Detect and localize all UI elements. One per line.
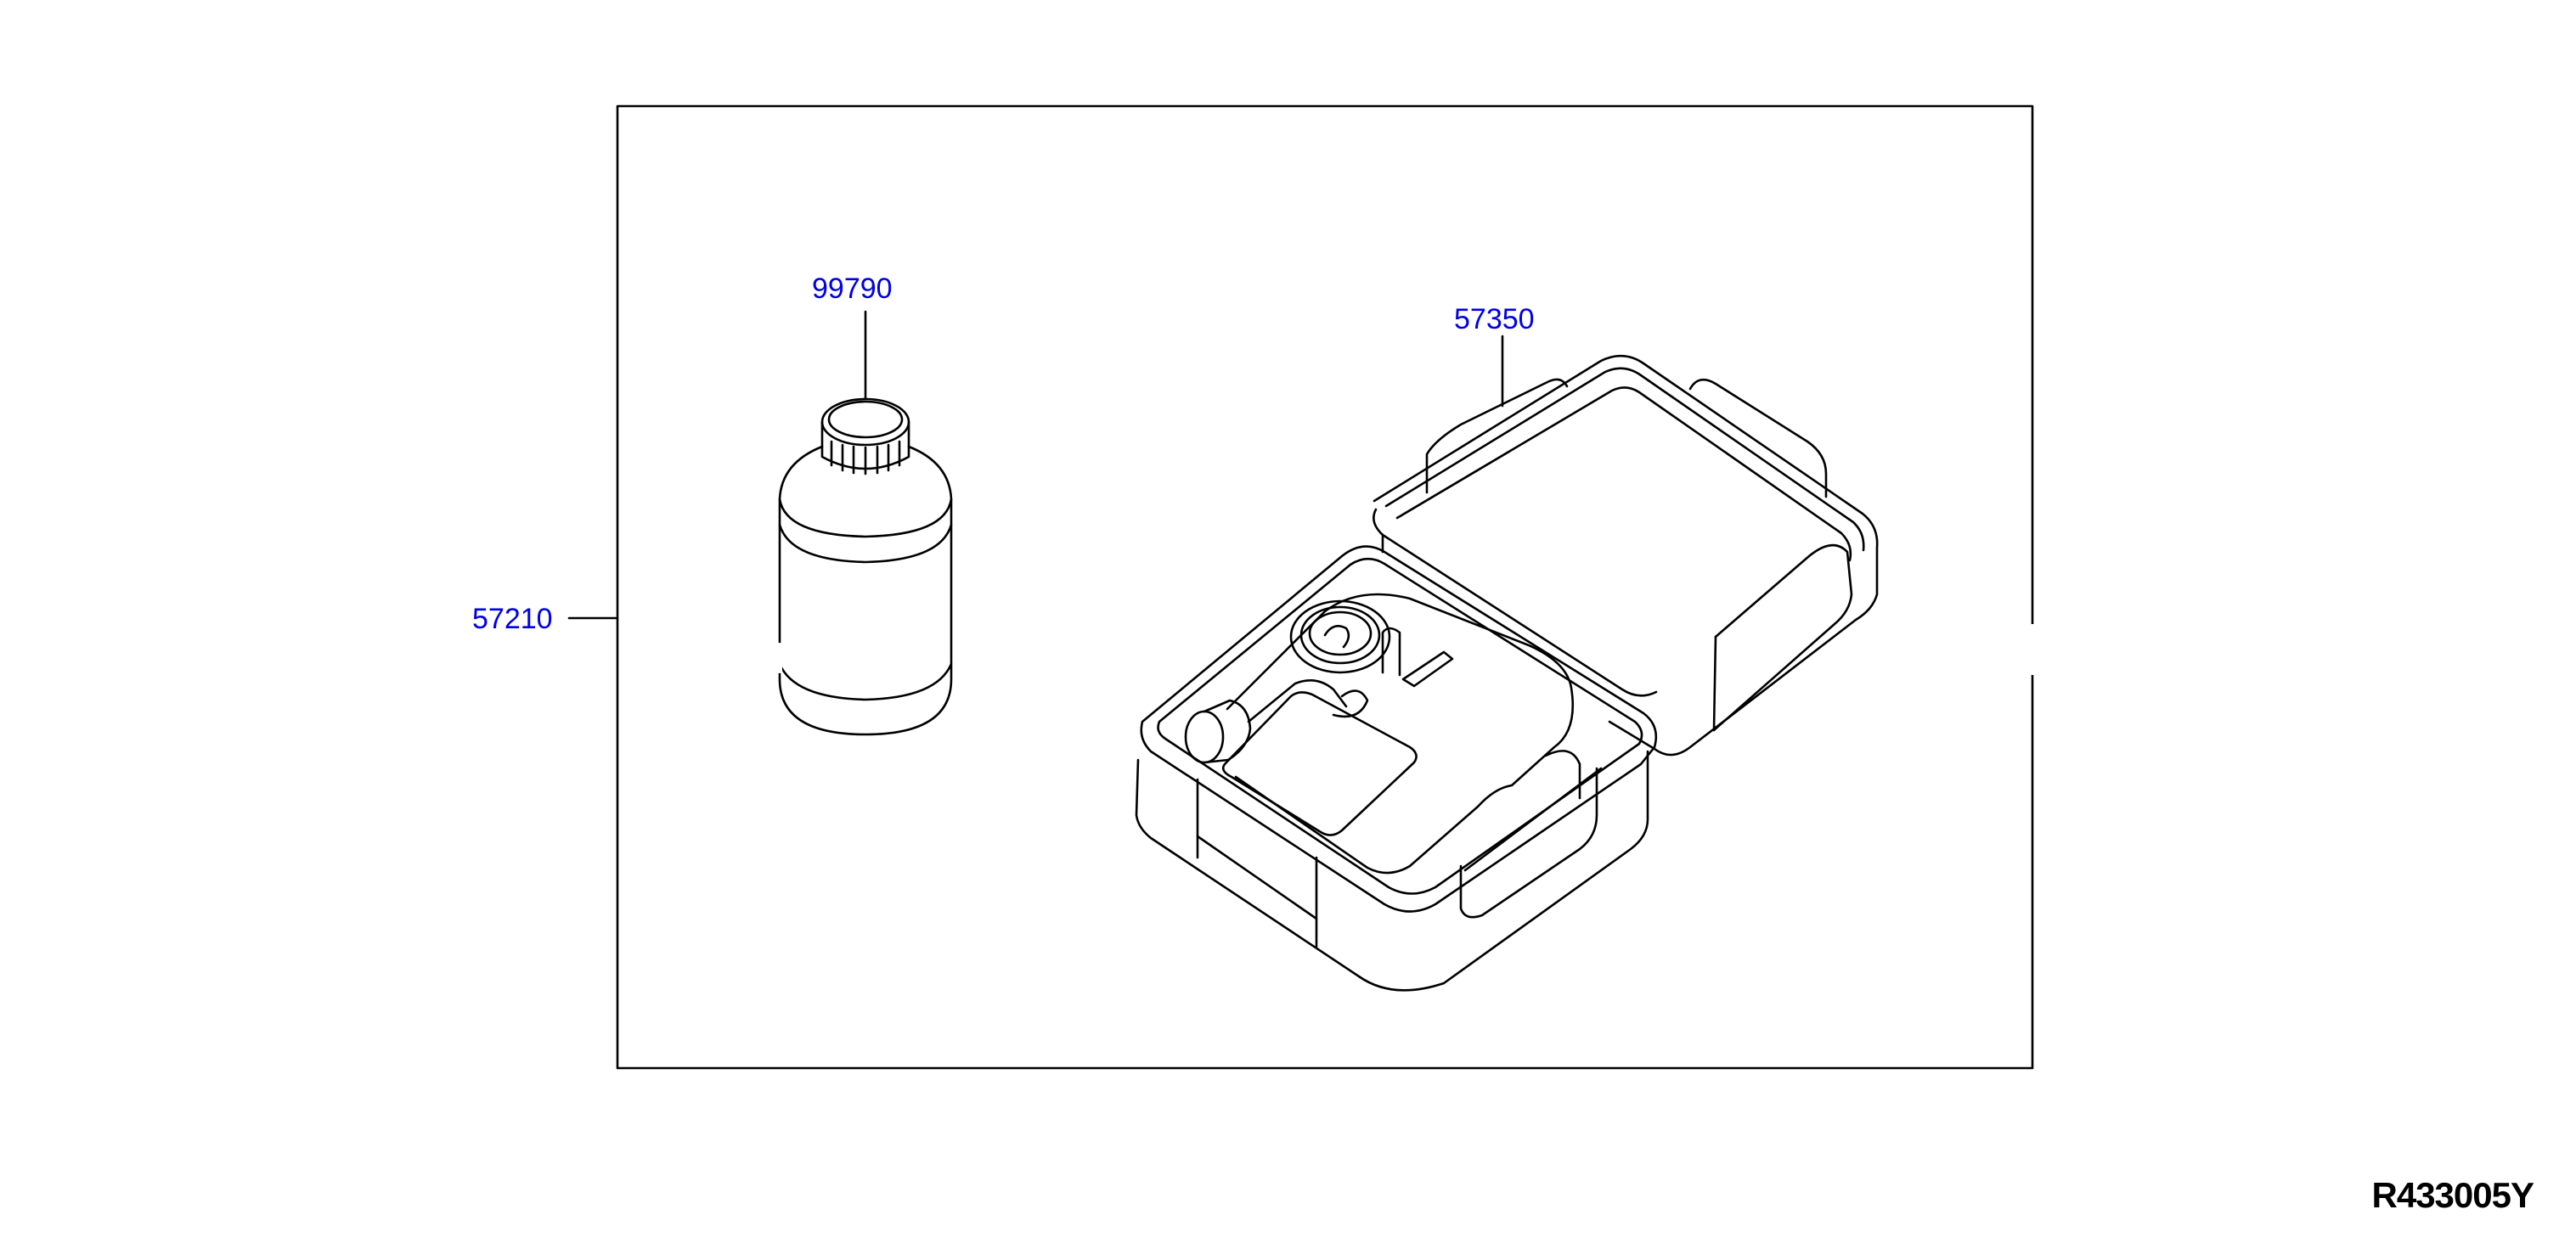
kit-frame — [616, 104, 2034, 1070]
compressor-kit-illustration — [1135, 354, 1879, 992]
drawing-reference-code: R433005Y — [2371, 1175, 2534, 1215]
callout-57210-label[interactable]: 57210 — [472, 603, 553, 635]
callout-99790-label[interactable]: 99790 — [812, 273, 893, 305]
callout-57350-label[interactable]: 57350 — [1454, 303, 1535, 335]
sealant-bottle-illustration — [777, 397, 953, 736]
